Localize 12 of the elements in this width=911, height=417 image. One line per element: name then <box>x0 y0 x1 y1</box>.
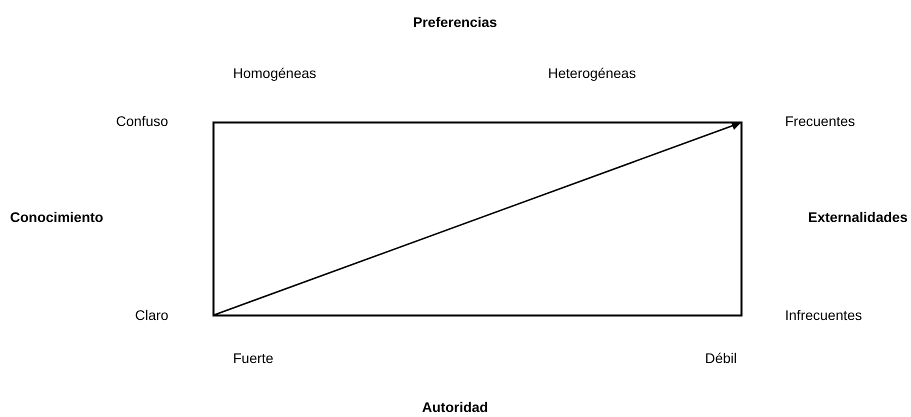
axis-title: Conocimiento <box>10 209 104 226</box>
axis-value: Heterogéneas <box>548 65 636 82</box>
axis-title: Autoridad <box>422 399 488 416</box>
axis-value: Infrecuentes <box>785 307 862 324</box>
axis-title: Preferencias <box>413 14 498 31</box>
axis-value: Confuso <box>116 113 168 130</box>
axis-value: Claro <box>135 307 168 324</box>
axis-value: Fuerte <box>233 350 274 367</box>
axis-value: Homogéneas <box>233 65 316 82</box>
axis-title: Externalidades <box>808 209 908 226</box>
axis-value: Frecuentes <box>785 113 856 130</box>
axis-value: Débil <box>705 350 737 367</box>
